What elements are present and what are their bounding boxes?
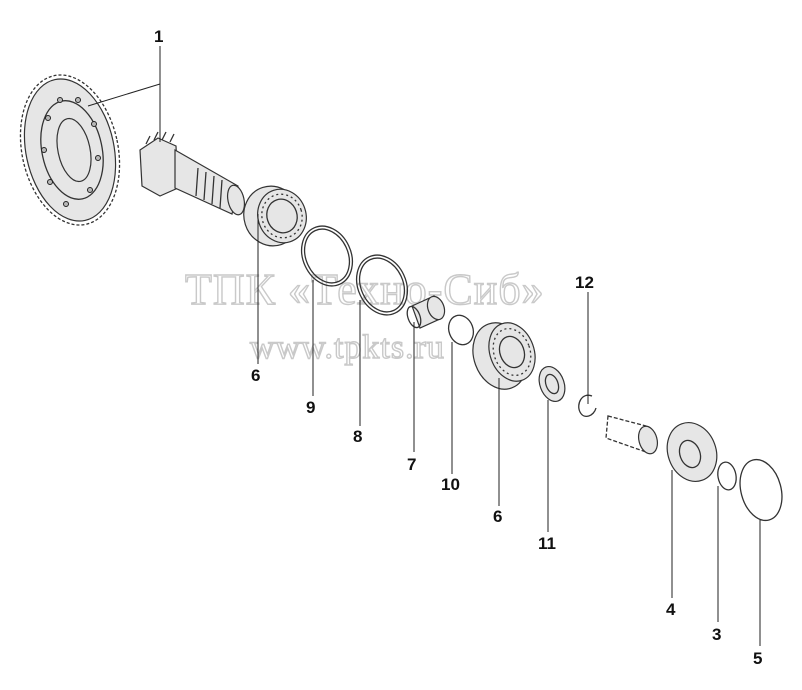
callout-8: 8 [353, 427, 362, 446]
callout-6b: 6 [493, 507, 502, 526]
washer-4 [666, 422, 718, 482]
callout-1: 1 [154, 27, 163, 46]
callout-6a: 6 [251, 366, 260, 385]
callout-7: 7 [407, 455, 416, 474]
o-ring-3 [717, 461, 737, 491]
nut-11 [538, 365, 566, 403]
callout-3: 3 [712, 625, 721, 644]
pinion-shaft [139, 131, 246, 216]
callout-4: 4 [666, 600, 676, 619]
callout-12: 12 [575, 273, 594, 292]
leader-lines [87, 46, 761, 646]
sleeve-7 [406, 295, 446, 329]
callout-5: 5 [753, 649, 762, 668]
o-ring-9 [300, 225, 354, 287]
splined-shaft [605, 415, 659, 455]
ring-gear [19, 74, 121, 226]
o-ring-5 [739, 458, 783, 522]
callout-11: 11 [538, 534, 556, 553]
callout-9: 9 [306, 398, 315, 417]
bearing-right [472, 322, 536, 390]
bearing-left [243, 185, 307, 247]
ring-10 [447, 314, 475, 346]
watermark-company: ТПК «Техно-Сиб» [185, 265, 545, 314]
watermark-url: www.tpkts.ru [250, 329, 445, 366]
callout-10: 10 [441, 475, 460, 494]
circlip-12 [578, 394, 597, 418]
o-ring-8 [355, 254, 409, 316]
